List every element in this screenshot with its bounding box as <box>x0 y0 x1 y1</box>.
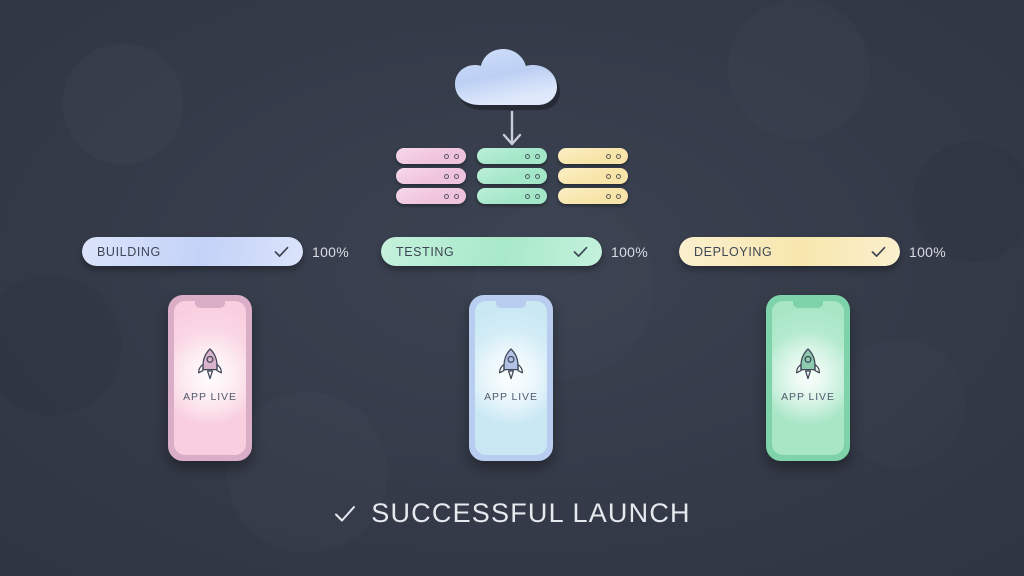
server-led-icon <box>616 173 621 179</box>
phone-notch <box>793 301 823 308</box>
server-led-icon <box>535 153 540 159</box>
server-unit <box>396 148 466 164</box>
progress-bar-fill-building <box>82 237 303 266</box>
server-rack-green <box>477 148 547 204</box>
server-rack-yellow <box>558 148 628 204</box>
server-unit <box>558 188 628 204</box>
arrow-down-icon <box>494 110 530 154</box>
server-unit <box>477 188 547 204</box>
phone-caption: APP LIVE <box>781 391 835 403</box>
server-unit <box>558 168 628 184</box>
server-led-group <box>606 193 621 199</box>
server-led-icon <box>525 153 530 159</box>
server-led-icon <box>454 173 459 179</box>
phone-notch <box>496 301 526 308</box>
server-led-group <box>606 153 621 159</box>
server-led-group <box>525 173 540 179</box>
server-led-group <box>525 153 540 159</box>
status-banner: SUCCESSFUL LAUNCH <box>0 498 1024 529</box>
pipeline-stage-deploying[interactable]: DEPLOYING 100% <box>679 237 946 266</box>
server-rack-group <box>396 148 628 204</box>
server-led-icon <box>535 193 540 199</box>
check-icon <box>572 243 589 260</box>
check-icon <box>870 243 887 260</box>
rocket-icon <box>196 347 224 381</box>
progress-bar-track-building[interactable]: BUILDING <box>82 237 303 266</box>
server-led-icon <box>454 193 459 199</box>
phone-screen: APP LIVE <box>174 301 246 455</box>
phone-caption: APP LIVE <box>484 391 538 403</box>
pipeline-stage-testing[interactable]: TESTING 100% <box>381 237 648 266</box>
server-led-group <box>606 173 621 179</box>
cloud-icon <box>452 36 574 112</box>
progress-bar-label-building: BUILDING <box>97 244 161 259</box>
server-unit <box>396 188 466 204</box>
progress-bar-label-deploying: DEPLOYING <box>694 244 773 259</box>
phone-mockup-blue[interactable]: APP LIVE <box>469 295 553 461</box>
server-led-icon <box>616 153 621 159</box>
server-unit <box>396 168 466 184</box>
server-unit <box>477 148 547 164</box>
progress-percent-testing: 100% <box>611 243 649 260</box>
phone-mockup-green[interactable]: APP LIVE <box>766 295 850 461</box>
server-led-group <box>444 193 459 199</box>
server-unit <box>558 148 628 164</box>
server-led-icon <box>454 153 459 159</box>
progress-percent-deploying: 100% <box>909 243 947 260</box>
phone-screen: APP LIVE <box>772 301 844 455</box>
server-led-icon <box>606 153 611 159</box>
rocket-icon <box>497 347 525 381</box>
server-led-icon <box>606 193 611 199</box>
phone-caption: APP LIVE <box>183 391 237 403</box>
server-led-icon <box>444 153 449 159</box>
server-led-icon <box>525 193 530 199</box>
server-rack-pink <box>396 148 466 204</box>
progress-bar-track-deploying[interactable]: DEPLOYING <box>679 237 900 266</box>
progress-bar-fill-deploying <box>679 237 900 266</box>
phone-notch <box>195 301 225 308</box>
server-led-icon <box>616 193 621 199</box>
server-unit <box>477 168 547 184</box>
progress-bar-track-testing[interactable]: TESTING <box>381 237 602 266</box>
progress-bar-label-testing: TESTING <box>396 244 455 259</box>
server-led-icon <box>525 173 530 179</box>
check-icon <box>333 502 357 526</box>
server-led-group <box>444 173 459 179</box>
pipeline-stage-building[interactable]: BUILDING 100% <box>82 237 349 266</box>
status-text: SUCCESSFUL LAUNCH <box>371 498 691 528</box>
server-led-icon <box>606 173 611 179</box>
progress-bar-fill-testing <box>381 237 602 266</box>
rocket-icon <box>794 347 822 381</box>
server-led-group <box>525 193 540 199</box>
server-led-group <box>444 153 459 159</box>
server-led-icon <box>444 173 449 179</box>
check-icon <box>273 243 290 260</box>
phone-screen: APP LIVE <box>475 301 547 455</box>
phone-mockup-pink[interactable]: APP LIVE <box>168 295 252 461</box>
server-led-icon <box>535 173 540 179</box>
progress-percent-building: 100% <box>312 243 350 260</box>
server-led-icon <box>444 193 449 199</box>
